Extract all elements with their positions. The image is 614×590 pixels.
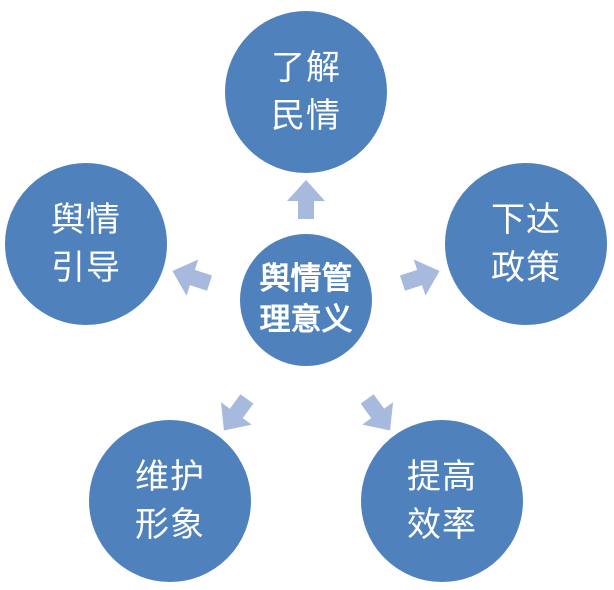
arrow-right-icon: [400, 259, 440, 296]
node-label-line2: 形象: [135, 505, 205, 545]
node-label: 维护 形象: [135, 453, 205, 550]
node-label-line1: 下达: [491, 199, 561, 240]
node-label-line2: 效率: [407, 505, 477, 545]
center-label-line2: 理意义: [259, 302, 353, 338]
node-label: 了解 民情: [271, 44, 341, 141]
center-node: 舆情管 理意义: [238, 232, 374, 368]
node-label-line2: 政策: [491, 248, 561, 288]
node-understand-public-opinion: 了解 民情: [223, 9, 389, 175]
arrow-down-left-icon: [220, 394, 254, 431]
node-maintain-image: 维护 形象: [87, 418, 253, 584]
node-label-line1: 提高: [407, 456, 477, 497]
node-label-line1: 舆情: [51, 199, 121, 240]
arrow-up-icon: [287, 180, 325, 219]
node-issue-policy: 下达 政策: [443, 161, 609, 327]
node-label-line1: 维护: [135, 456, 205, 497]
node-label: 提高 效率: [407, 453, 477, 550]
center-label: 舆情管 理意义: [260, 259, 353, 341]
node-label: 下达 政策: [491, 196, 561, 293]
node-label-line1: 了解: [271, 47, 341, 88]
node-label-line2: 引导: [51, 248, 121, 288]
node-improve-efficiency: 提高 效率: [359, 418, 525, 584]
node-label: 舆情 引导: [51, 196, 121, 293]
arrow-left-icon: [172, 259, 212, 296]
node-opinion-guidance: 舆情 引导: [3, 161, 169, 327]
arrow-down-right-icon: [360, 394, 394, 431]
center-label-line1: 舆情管: [259, 261, 353, 298]
node-label-line2: 民情: [271, 96, 341, 136]
